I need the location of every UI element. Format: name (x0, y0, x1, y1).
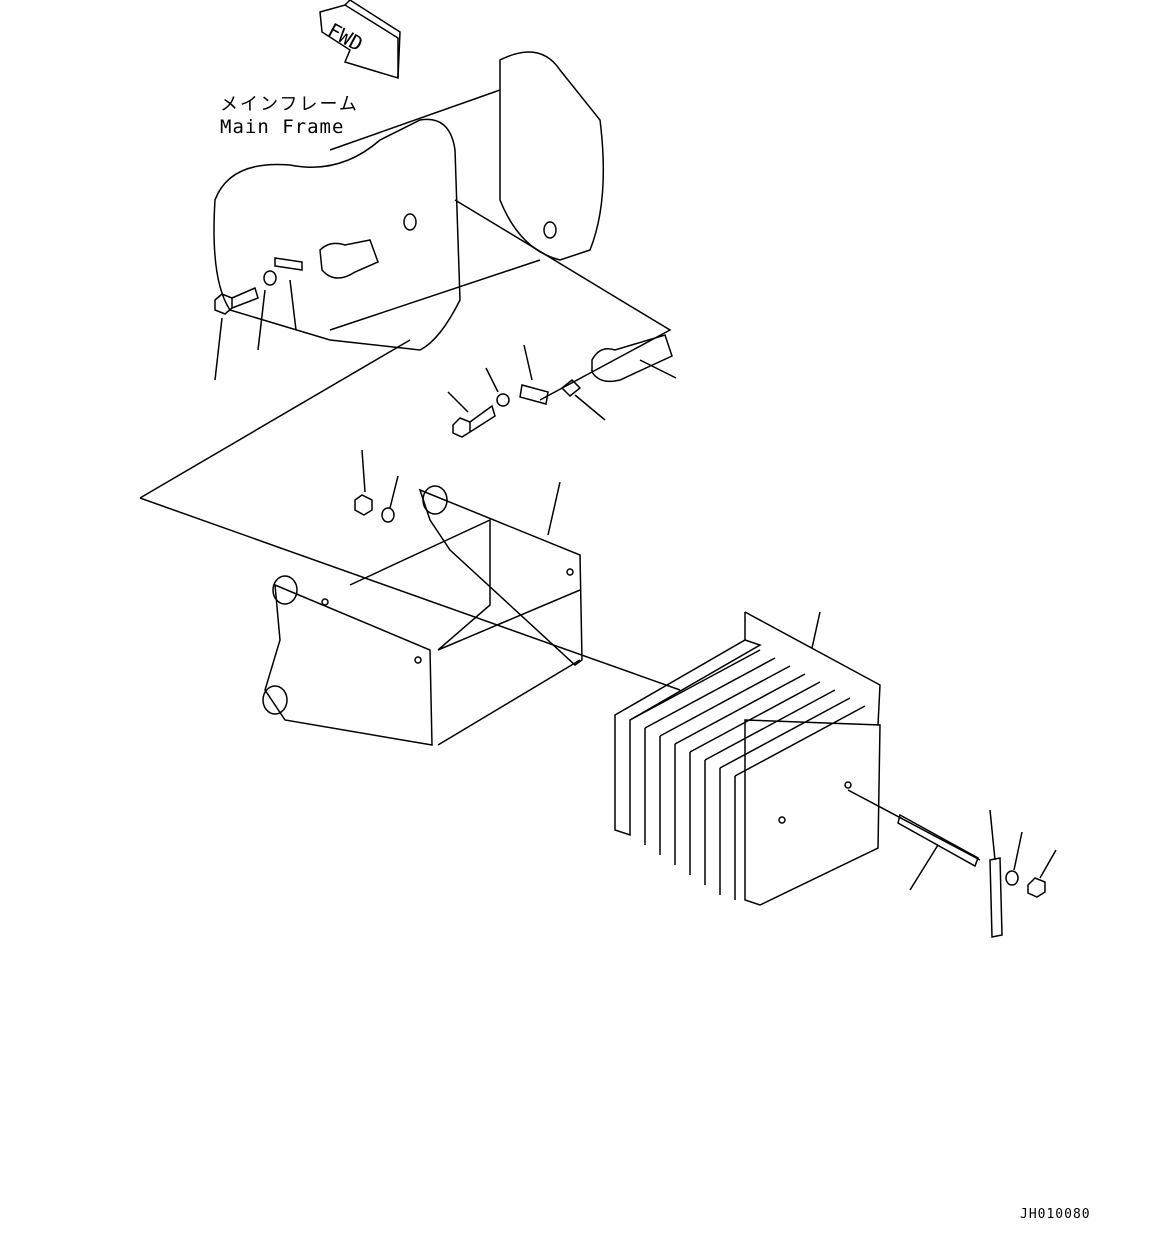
grease-fitting-icon (560, 378, 582, 398)
nut-bracket-icon (354, 494, 373, 516)
washer-lower-right-icon (1005, 870, 1019, 886)
washer-middle-icon (496, 393, 510, 407)
counterweight-plates-icon (614, 611, 881, 906)
drawing-code: JH010080 (1020, 1207, 1091, 1222)
nut-lower-right-icon (1027, 877, 1046, 898)
main-frame-label-jp: メインフレーム (220, 94, 359, 115)
bolt-upper-left-icon (214, 286, 259, 315)
plate-upper-left-icon (274, 257, 303, 271)
fwd-arrow-icon (319, 0, 401, 80)
main-frame-label-en: Main Frame (220, 116, 345, 138)
tie-rod-icon (897, 813, 979, 868)
pin-upper-icon (319, 239, 379, 279)
strap-icon (989, 857, 1003, 938)
washer-upper-left-icon (263, 270, 277, 286)
main-frame-outline (213, 51, 605, 351)
bolt-middle-icon (452, 404, 496, 438)
pin-middle-icon (591, 334, 673, 383)
plate-middle-icon (519, 384, 549, 405)
washer-bracket-icon (381, 507, 395, 523)
bracket-frame-icon (262, 485, 583, 746)
